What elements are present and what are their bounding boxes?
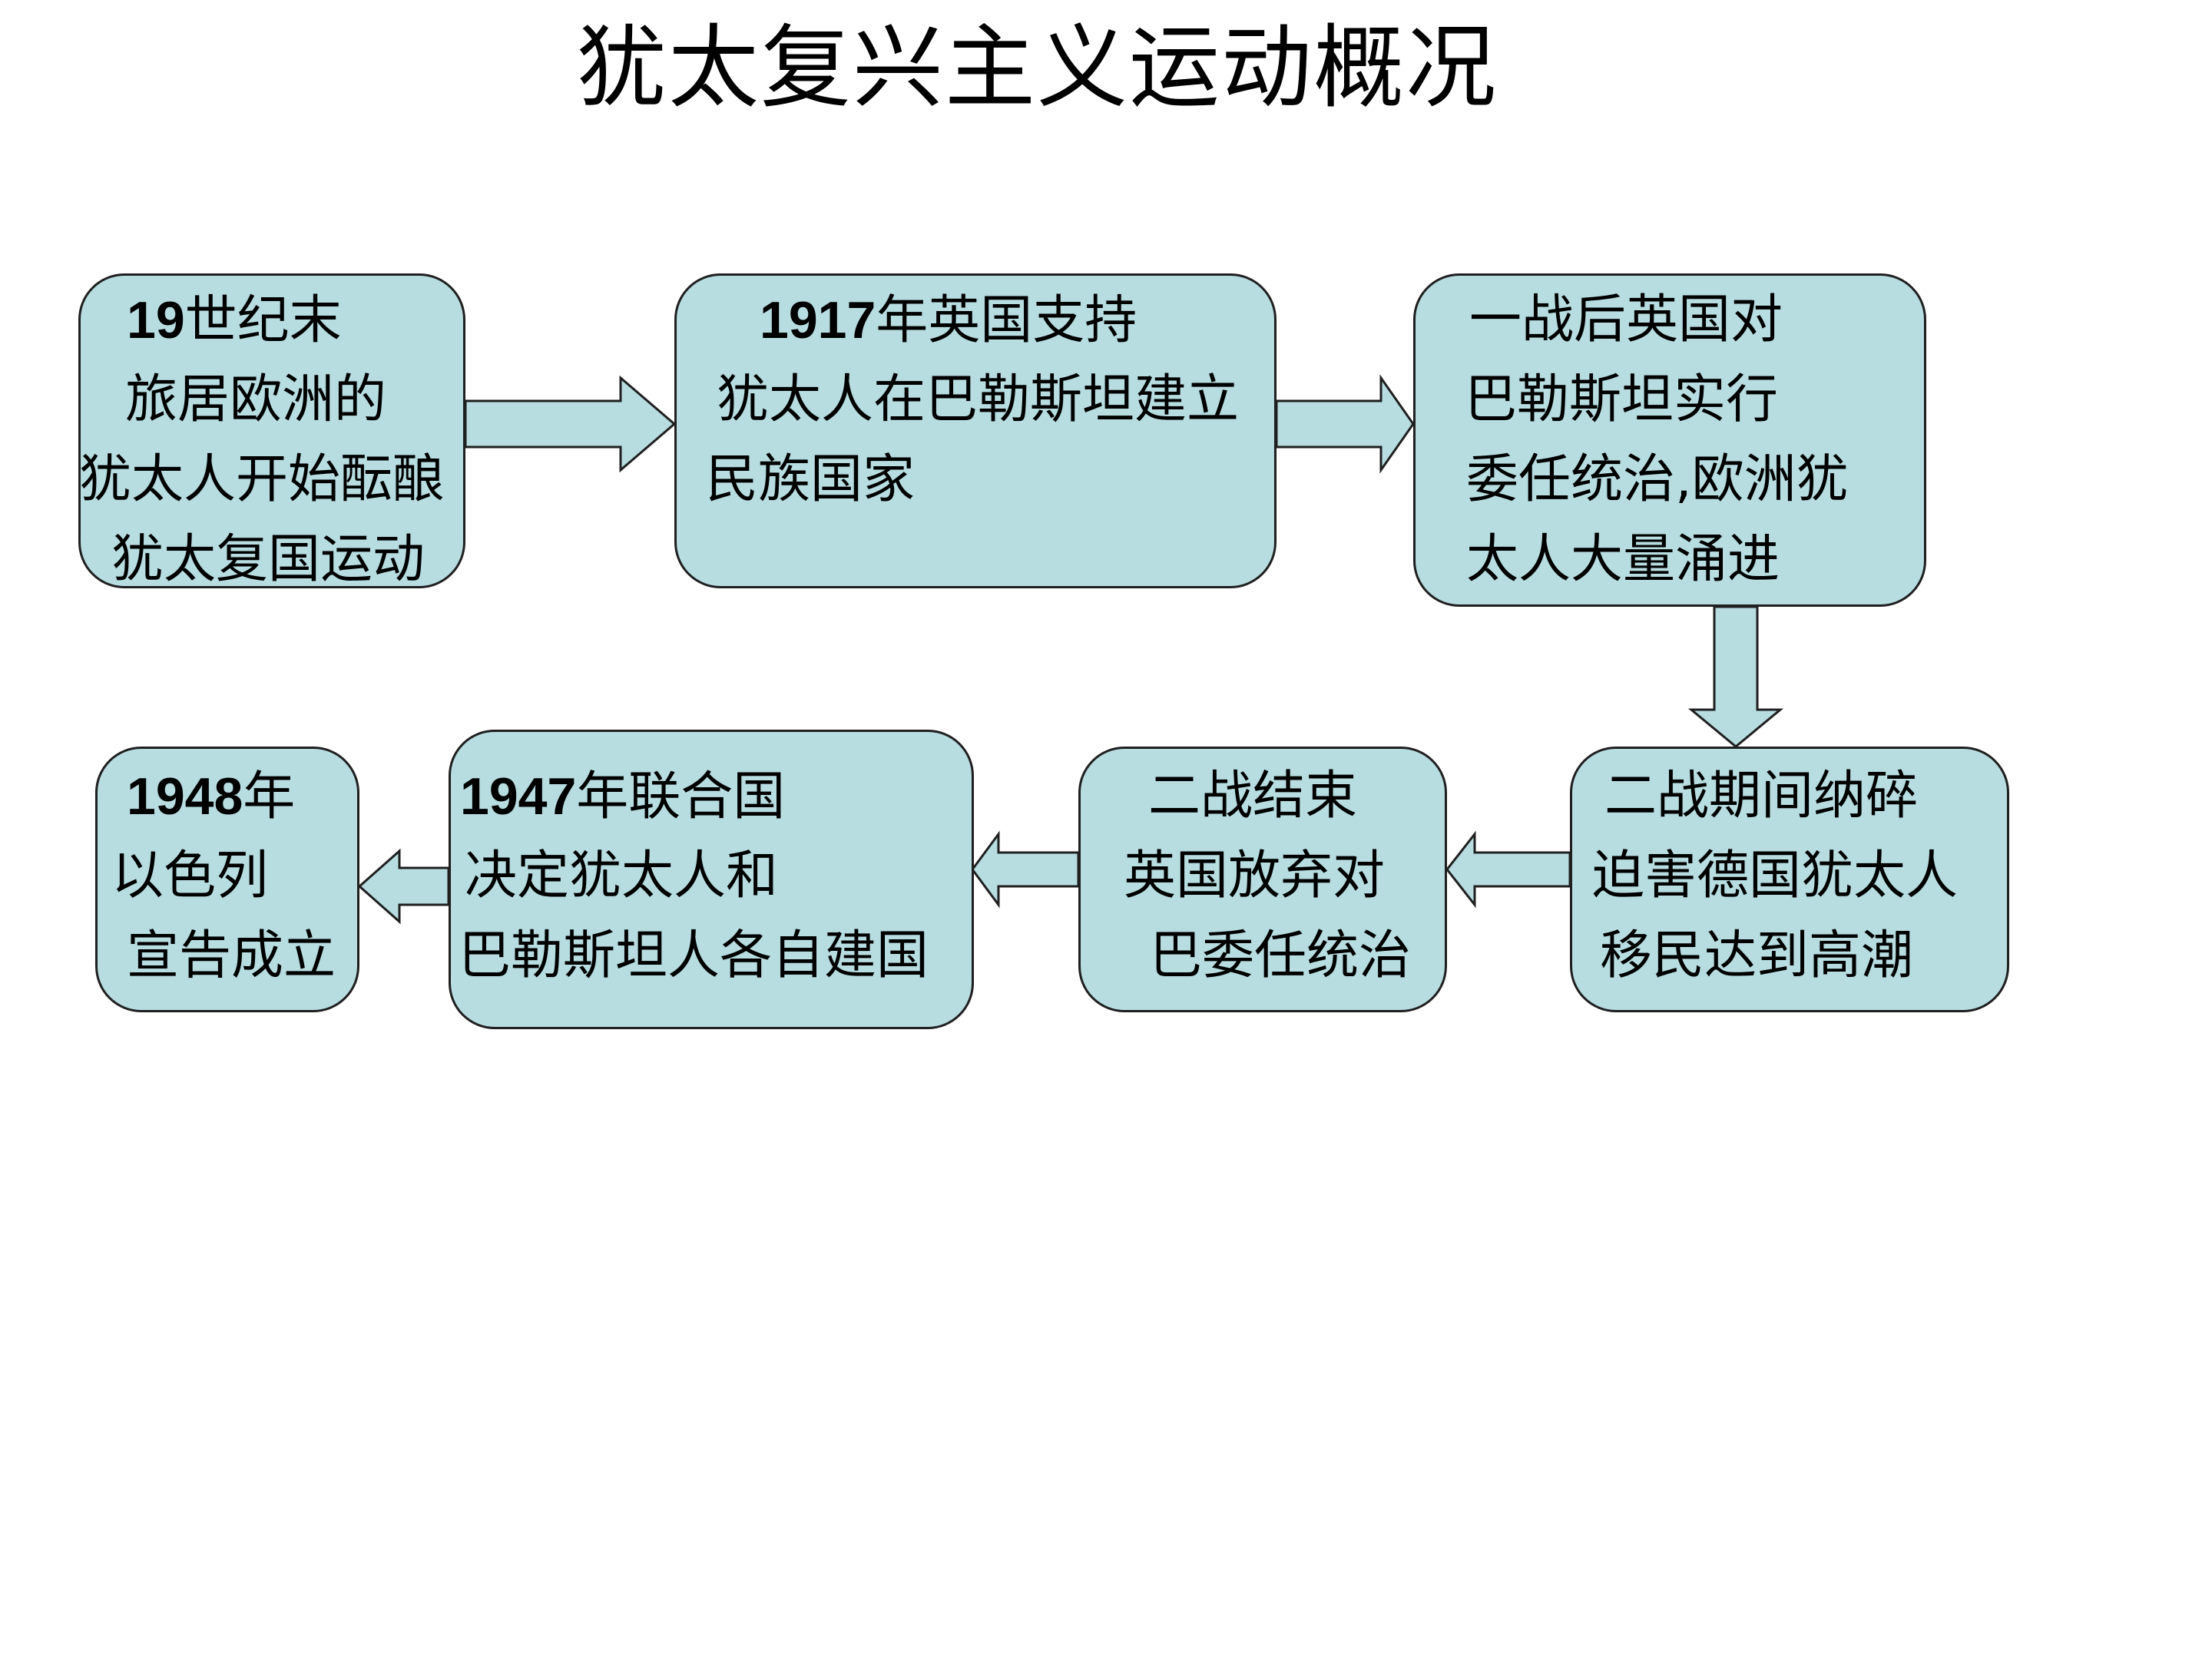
- step-box-3: 一战后英国对 巴勒斯坦实行 委任统治,欧洲犹 太人大量涌进: [1413, 273, 1926, 607]
- step-7-line-2: 以色列: [111, 846, 269, 906]
- page-title: 犹太复兴主义运动概况: [575, 15, 1498, 121]
- arrow-left-6-7: [357, 848, 450, 925]
- step-box-6: 1947年联合国 决定犹太人和 巴勒斯坦人各自建国: [449, 730, 974, 1029]
- step-3-line-2: 巴勒斯坦实行: [1465, 369, 1779, 430]
- step-4-line-2: 迫害德国犹太人: [1592, 846, 1959, 906]
- step-1-line-2: 旅居欧洲的: [125, 369, 387, 430]
- step-box-1: 19世纪末 旅居欧洲的 犹太人开始酝酿 犹太复国运动: [78, 273, 465, 588]
- step-6-line-1: 1947年联合国: [460, 767, 786, 827]
- step-1-year: 19: [127, 291, 185, 349]
- step-box-2: 1917年英国支持 犹太人在巴勒斯坦建立 民族国家: [674, 273, 1277, 588]
- arrow-left-4-5: [1445, 830, 1571, 909]
- step-box-7: 1948年 以色列 宣告成立: [95, 747, 359, 1012]
- arrow-down-3-4: [1687, 605, 1784, 748]
- step-2-line-2: 犹太人在巴勒斯坦建立: [717, 369, 1240, 430]
- step-6-line-2: 决定犹太人和: [465, 846, 779, 906]
- step-6-line-3: 巴勒斯坦人各自建国: [459, 926, 929, 986]
- step-3-line-4: 太人大量涌进: [1466, 529, 1780, 590]
- step-1-line-3: 犹太人开始酝酿: [79, 449, 445, 510]
- arrow-right-1-2: [464, 375, 677, 473]
- step-4-line-1: 二战期间纳碎: [1604, 766, 1919, 826]
- step-3-line-1: 一战后英国对: [1469, 290, 1783, 350]
- step-6-year: 1947: [460, 767, 577, 826]
- step-2-line-1: 1917年英国支持: [760, 290, 1137, 351]
- step-3-line-3: 委任统治,欧洲犹: [1466, 449, 1849, 510]
- step-7-year: 1948: [127, 767, 243, 826]
- arrow-left-5-6: [971, 830, 1080, 909]
- step-4-line-3: 移民达到高潮: [1600, 926, 1914, 986]
- step-7-line-3: 宣告成立: [127, 926, 336, 986]
- arrow-right-2-3: [1275, 374, 1415, 474]
- step-5-line-1: 二战结束: [1148, 766, 1358, 826]
- step-box-5: 二战结束 英国放弃对 巴委任统治: [1078, 747, 1447, 1012]
- step-7-line-1: 1948年: [127, 767, 296, 827]
- step-2-year: 1917: [760, 291, 876, 349]
- step-1-line-1: 19世纪末: [127, 290, 342, 351]
- step-box-4: 二战期间纳碎 迫害德国犹太人 移民达到高潮: [1570, 747, 2009, 1012]
- step-5-line-3: 巴委任统治: [1150, 926, 1412, 986]
- step-5-line-2: 英国放弃对: [1124, 846, 1386, 906]
- step-1-line-4: 犹太复国运动: [111, 529, 426, 588]
- step-2-line-3: 民族国家: [706, 449, 916, 510]
